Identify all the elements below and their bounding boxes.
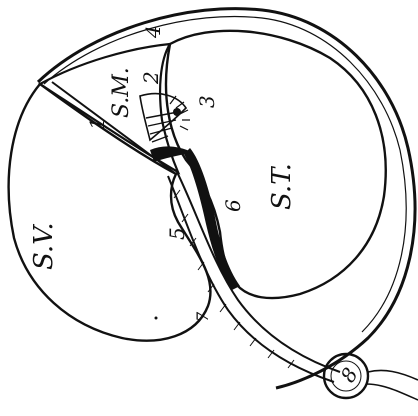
label-st: S.T. <box>267 163 297 210</box>
organ-of-corti <box>140 94 186 140</box>
label-4: 4 <box>141 25 165 39</box>
label-3: 3 <box>195 95 219 108</box>
scala-vestibuli <box>9 84 211 341</box>
outer-wall-inner-line <box>44 16 406 332</box>
specimen-dot <box>155 317 158 320</box>
label-1: 1 <box>85 117 109 130</box>
outer-wall <box>38 9 415 388</box>
label-sv: S.V. <box>29 222 59 270</box>
label-6: 6 <box>221 199 245 212</box>
nerve-fibre <box>366 370 418 400</box>
label-2: 2 <box>139 71 163 85</box>
basilar-membrane <box>184 148 240 290</box>
label-5: 5 <box>165 227 189 240</box>
label-7: 7 <box>193 311 212 322</box>
label-8: 8 <box>336 363 363 386</box>
corti-nucleus <box>173 108 181 116</box>
label-sm: S.M. <box>109 67 134 118</box>
